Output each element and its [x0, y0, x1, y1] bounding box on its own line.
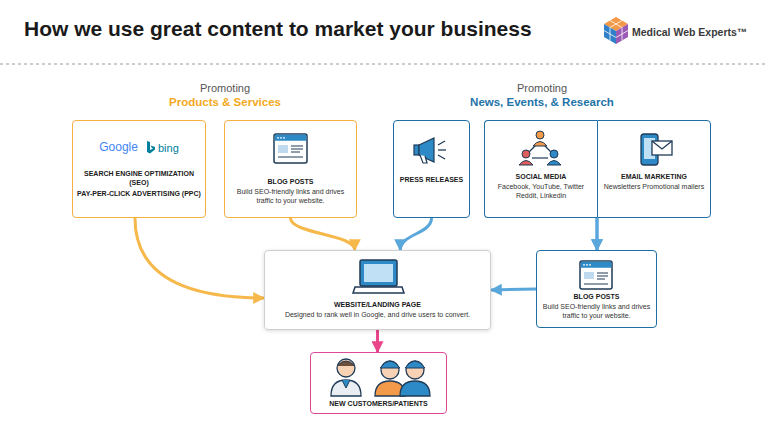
channel-box: PRESS RELEASES — [393, 120, 470, 218]
group-heading: News, Events, & Research — [442, 96, 642, 108]
box-heading: PRESS RELEASES — [400, 176, 463, 184]
flow-arrow — [291, 218, 355, 250]
box-body: Build SEO-friendly links and drives traf… — [229, 188, 352, 205]
channel-box: EMAIL MARKETING Newsletters Promotional m… — [597, 120, 711, 218]
box-heading: EMAIL MARKETING — [621, 173, 687, 181]
laptop-icon — [353, 260, 404, 293]
box-heading: NEW CUSTOMERS/PATIENTS — [329, 400, 427, 408]
box-body: Facebook, YouTube, Twitter Reddit, Linke… — [489, 183, 593, 200]
channel-box: SOCIAL MEDIA Facebook, YouTube, Twitter R… — [484, 120, 597, 218]
box-heading: BLOG POSTS — [268, 178, 314, 186]
group-caption: Promoting — [442, 82, 642, 94]
blog-icon — [274, 134, 307, 163]
group-heading: Products & Services — [125, 96, 325, 108]
channel-box: BLOG POSTS Build SEO-friendly links and d… — [536, 250, 657, 328]
flow-arrow — [596, 218, 599, 250]
social-network-icon — [519, 131, 561, 165]
customers-icon — [331, 359, 430, 396]
logo-cube — [604, 17, 628, 44]
flow-arrow — [400, 218, 431, 250]
brand-name: Medical Web Experts™ — [632, 26, 747, 38]
box-body: Newsletters Promotional mailers — [604, 183, 704, 191]
box-heading: PAY-PER-CLICK ADVERTISING (PPC) — [77, 190, 201, 198]
diagram-title: How we use great content to market your … — [24, 17, 532, 41]
flow-arrow — [376, 330, 379, 352]
channel-box: Google bingSEARCH ENGINE OPTIMIZATION (SE… — [72, 120, 206, 218]
bing-logo — [146, 141, 156, 154]
brand-logo-text: bing — [158, 142, 179, 154]
box-heading: BLOG POSTS — [574, 293, 620, 301]
logo-row: Google bing — [99, 141, 179, 154]
box-heading: SEARCH ENGINE OPTIMIZATION (SEO) — [77, 170, 201, 187]
box-body: Build SEO-friendly links and drives traf… — [541, 303, 652, 320]
box-body: Designed to rank well in Google, and dri… — [285, 311, 470, 319]
email-icon — [641, 134, 672, 165]
flow-arrow — [135, 218, 264, 298]
megaphone-icon — [414, 138, 446, 163]
dashed-rule — [0, 64, 768, 65]
group-caption: Promoting — [125, 82, 325, 94]
box-heading: SOCIAL MEDIA — [516, 173, 567, 181]
channel-box: BLOG POSTS Build SEO-friendly links and d… — [224, 120, 357, 218]
brand-logo-text: Google — [99, 141, 138, 154]
blog-icon — [580, 261, 612, 289]
outcome-box: NEW CUSTOMERS/PATIENTS — [310, 352, 447, 414]
flow-arrow — [596, 218, 599, 250]
website-box: WEBSITE/LANDING PAGE Designed to rank wel… — [264, 250, 491, 330]
box-heading: WEBSITE/LANDING PAGE — [334, 301, 421, 309]
flow-arrow — [491, 289, 536, 290]
